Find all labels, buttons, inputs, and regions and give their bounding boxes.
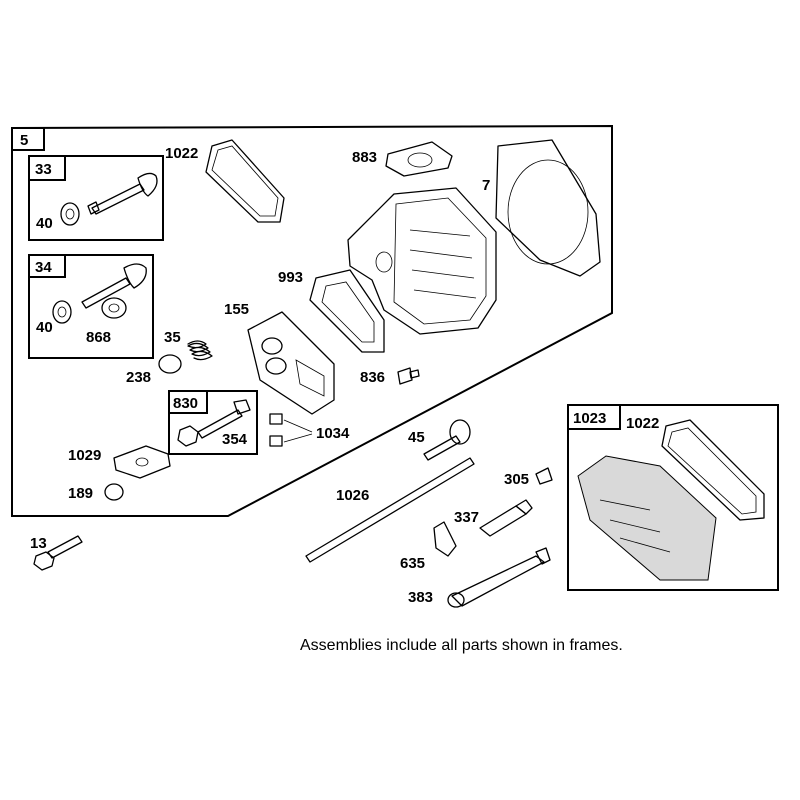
callout-40: 40: [36, 319, 53, 336]
callout-354: 354: [222, 431, 248, 448]
rocker-cover-drawing: [577, 455, 717, 581]
bolt-13-drawing: [33, 535, 83, 571]
callout-993: 993: [278, 269, 303, 286]
spark-plug-lead-drawing: [447, 547, 551, 608]
frame-tag-1023: [567, 404, 621, 430]
callout-1034: 1034: [316, 425, 350, 442]
callout-189: 189: [68, 485, 93, 502]
frame-label-5: 5: [20, 132, 28, 149]
frame-main-assembly: [11, 124, 613, 517]
assembly-note: Assemblies include all parts shown in fr…: [300, 637, 623, 654]
callout-1022: 1022: [165, 145, 198, 162]
callout-868: 868: [86, 329, 111, 346]
clip-1034-drawing: [269, 413, 313, 447]
screw-836-drawing: [397, 367, 420, 385]
rocker-cover-gasket-drawing: [205, 139, 285, 223]
rocker-ball-drawing: [104, 483, 124, 501]
exhaust-valve-drawing: [87, 172, 158, 215]
breather-tube-drawing: [433, 521, 457, 557]
push-rod-drawing: [305, 457, 475, 563]
callout-13: 13: [30, 535, 47, 552]
frame-label-830: 830: [173, 395, 198, 412]
tappet-drawing: [423, 419, 471, 461]
breather-plate-drawing: [247, 311, 335, 415]
callout-40: 40: [36, 215, 53, 232]
callout-35: 35: [164, 329, 181, 346]
frame-tag-34: [28, 254, 66, 278]
intake-valve-drawing: [81, 263, 147, 309]
carburetor-gasket-drawing: [385, 141, 453, 177]
cylinder-head-drawing: [347, 187, 497, 335]
callout-337: 337: [454, 509, 479, 526]
valve-seal-40a-drawing: [60, 202, 80, 226]
frame-label-1023: 1023: [573, 410, 606, 427]
frame-tag-5: [11, 127, 45, 151]
screw-305-drawing: [535, 467, 553, 485]
callout-635: 635: [400, 555, 425, 572]
callout-1029: 1029: [68, 447, 101, 464]
callout-7: 7: [482, 177, 490, 194]
frame-33: [28, 155, 164, 241]
callout-305: 305: [504, 471, 529, 488]
rocker-arm-drawing: [113, 445, 171, 479]
frame-830: [168, 390, 258, 455]
callout-45: 45: [408, 429, 425, 446]
valve-spring-drawing: [187, 340, 213, 361]
frame-1023: [567, 404, 779, 591]
spring-retainer-drawing: [158, 354, 182, 374]
callout-883: 883: [352, 149, 377, 166]
callout-155: 155: [224, 301, 249, 318]
frame-tag-830: [168, 390, 208, 414]
head-gasket-drawing: [495, 139, 601, 277]
valve-seal-40b-drawing: [52, 300, 72, 324]
callout-836: 836: [360, 369, 385, 386]
rocker-cover-gasket-1023-drawing: [661, 419, 765, 521]
nut-354-drawing: [177, 425, 199, 447]
frame-tag-33: [28, 155, 66, 181]
frame-label-33: 33: [35, 161, 52, 178]
valve-washer-868-drawing: [101, 297, 127, 319]
frame-label-34: 34: [35, 259, 52, 276]
spark-plug-drawing: [479, 499, 533, 537]
callout-238: 238: [126, 369, 151, 386]
callout-383: 383: [408, 589, 433, 606]
callout-1026: 1026: [336, 487, 369, 504]
rocker-stud-drawing: [197, 399, 251, 439]
callout-1022: 1022: [626, 415, 659, 432]
gasket-993-drawing: [309, 269, 385, 353]
frame-34: [28, 254, 154, 359]
